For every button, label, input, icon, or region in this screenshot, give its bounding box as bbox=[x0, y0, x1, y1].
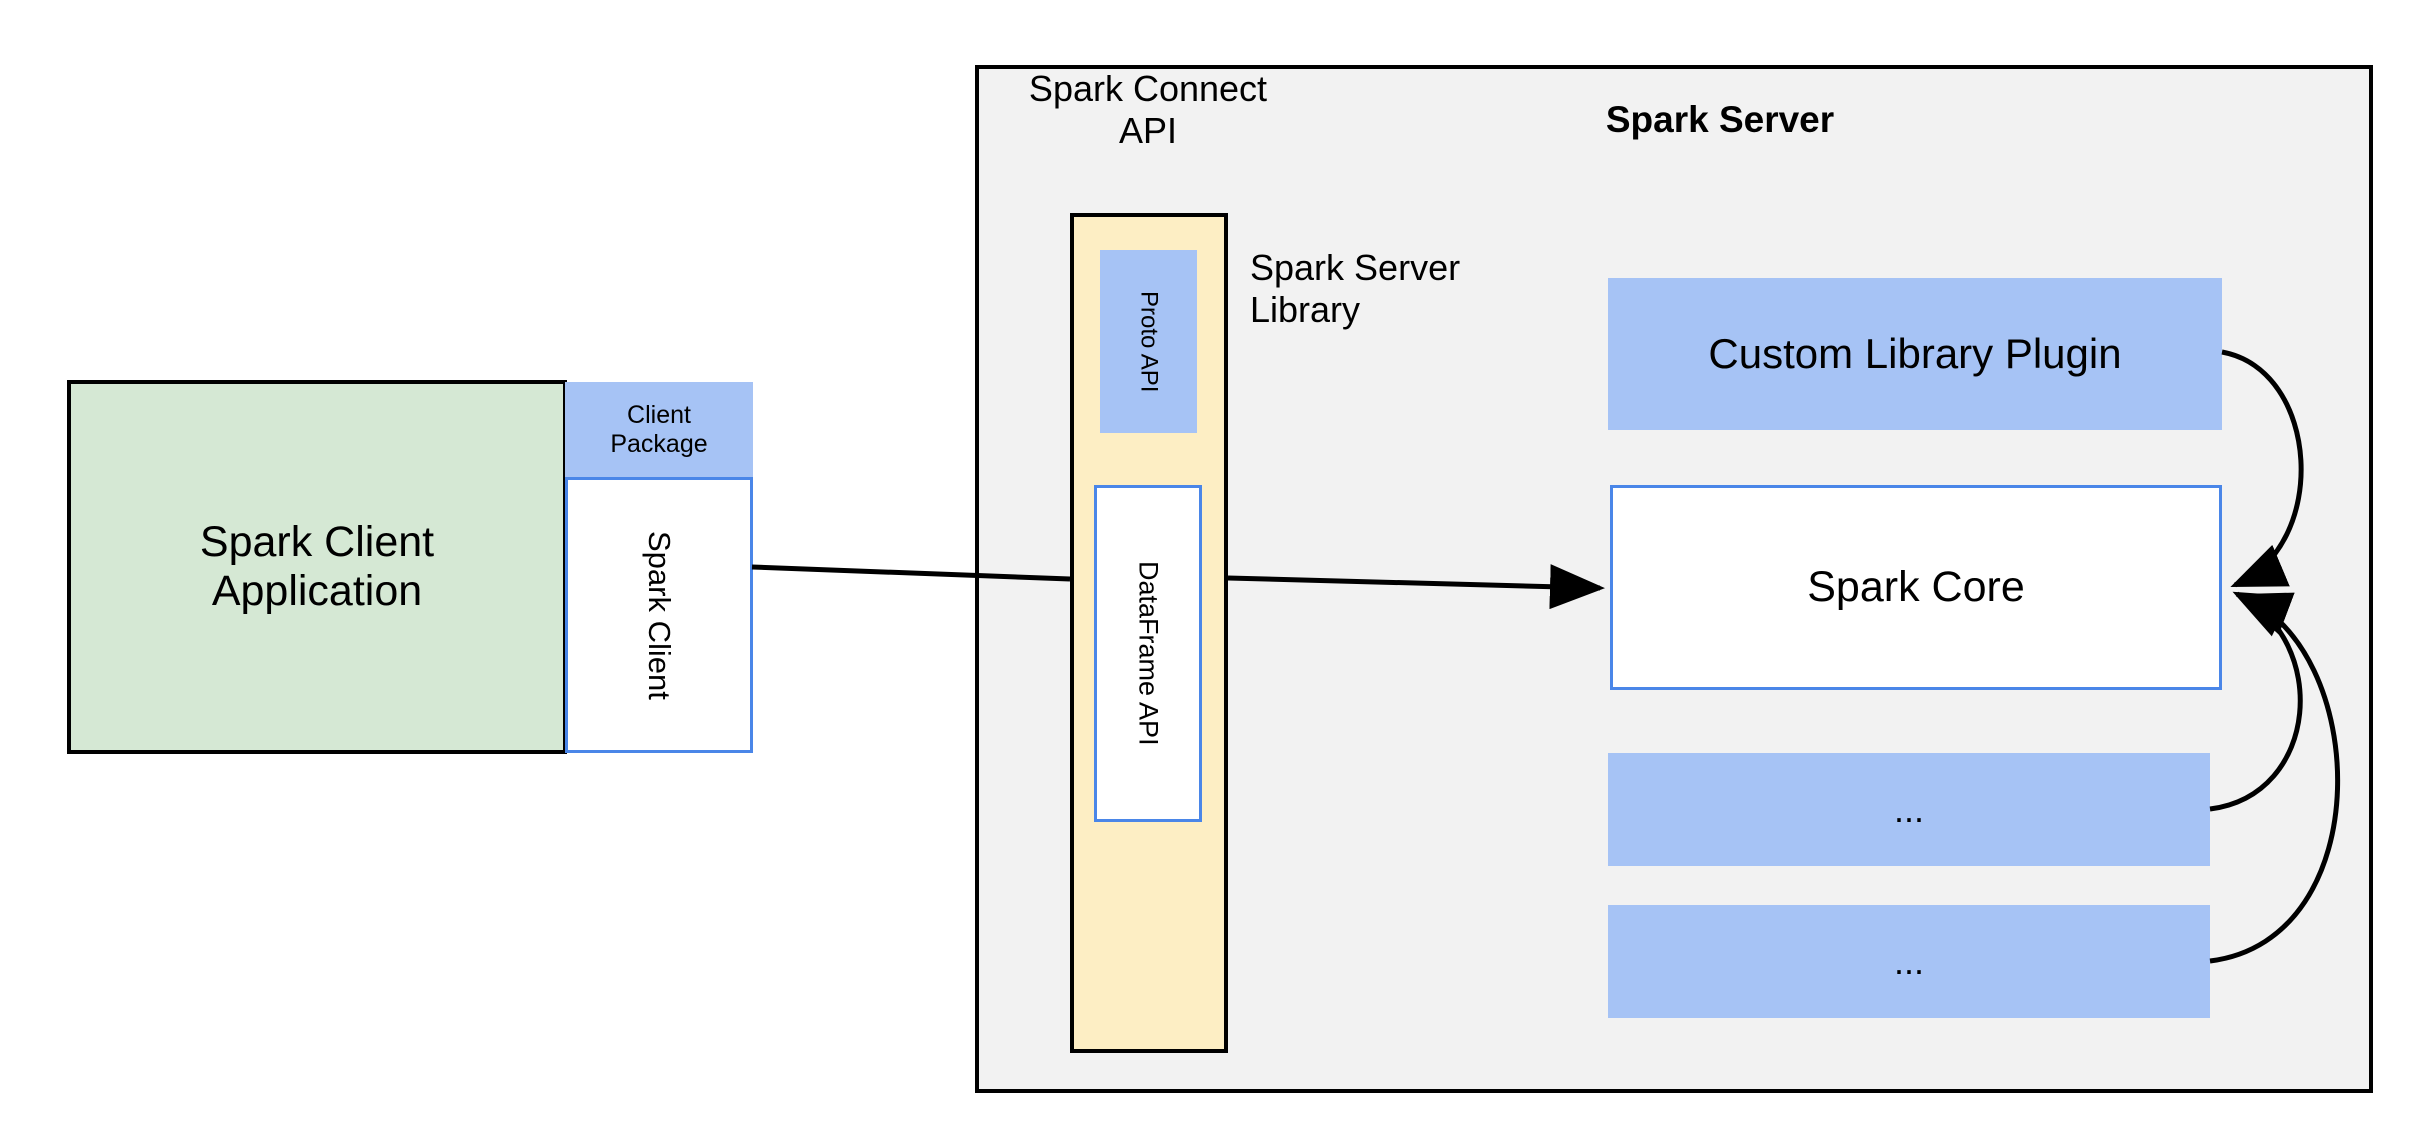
client-package-label: Client Package bbox=[610, 401, 708, 458]
spark-client-box[interactable]: Spark Client bbox=[565, 477, 753, 753]
server-component-ellipsis-2[interactable]: ... bbox=[1608, 905, 2210, 1018]
spark-server-library-label: Spark Server Library bbox=[1250, 247, 1461, 331]
spark-server-title: Spark Server bbox=[1605, 99, 1835, 140]
spark-client-application-label: Spark Client Application bbox=[199, 517, 435, 615]
proto-api-box[interactable]: Proto API bbox=[1100, 250, 1197, 433]
custom-library-plugin-label: Custom Library Plugin bbox=[1708, 329, 2122, 377]
server-component-ellipsis-2-label: ... bbox=[1893, 940, 1924, 982]
spark-client-label: Spark Client bbox=[641, 530, 677, 700]
spark-core-label: Spark Core bbox=[1807, 562, 2025, 611]
custom-library-plugin-box[interactable]: Custom Library Plugin bbox=[1608, 278, 2222, 430]
proto-api-label: Proto API bbox=[1135, 290, 1163, 393]
client-package-box[interactable]: Client Package bbox=[565, 382, 753, 478]
dataframe-api-box[interactable]: DataFrame API bbox=[1094, 485, 1202, 822]
dataframe-api-label: DataFrame API bbox=[1133, 561, 1164, 746]
server-component-ellipsis-1[interactable]: ... bbox=[1608, 753, 2210, 866]
spark-client-application-box[interactable]: Spark Client Application bbox=[67, 380, 567, 754]
server-component-ellipsis-1-label: ... bbox=[1893, 788, 1924, 830]
spark-connect-api-label: Spark Connect API bbox=[1028, 68, 1268, 152]
spark-core-box[interactable]: Spark Core bbox=[1610, 485, 2222, 690]
